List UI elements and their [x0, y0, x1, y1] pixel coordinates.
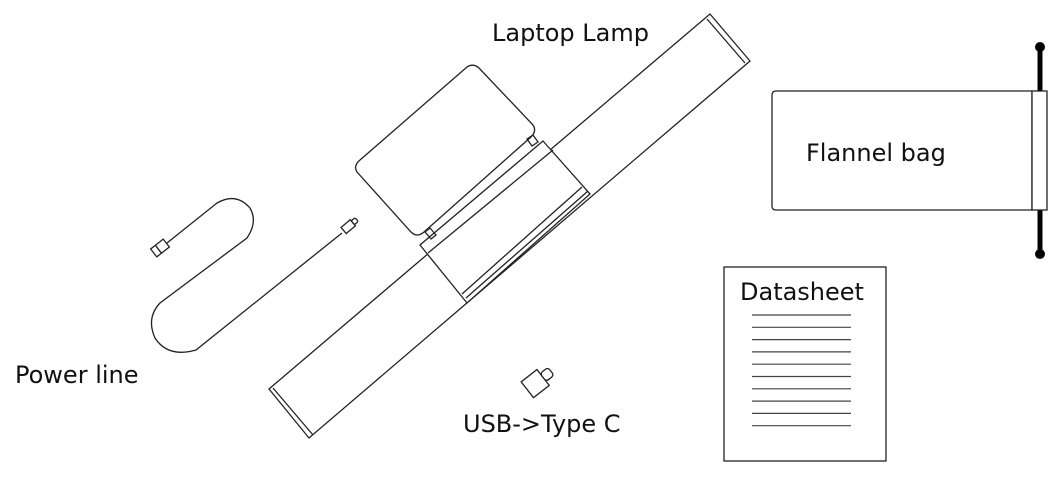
hinge-line [461, 186, 583, 295]
usb-plug-icon [149, 238, 171, 258]
cable [150, 197, 343, 353]
drawstring-end [1035, 42, 1045, 52]
power-line [149, 197, 359, 353]
flannel-bag [771, 42, 1048, 259]
datasheet [723, 266, 887, 462]
hinge-line [465, 190, 589, 299]
bag-drawstring-channel [1031, 90, 1048, 211]
screen-clip [424, 227, 437, 240]
usb-type-c-adapter-icon [520, 367, 554, 399]
bag-body [771, 90, 1033, 211]
screen-clip [526, 134, 539, 147]
lamp-end-cap [272, 387, 314, 436]
type-c-plug-icon [340, 217, 359, 235]
label-power-line: Power line [15, 361, 139, 389]
label-datasheet: Datasheet [740, 278, 864, 306]
hinge-line [427, 149, 554, 254]
drawstring-end [1035, 249, 1045, 259]
lamp-bar [268, 13, 751, 439]
label-laptop-lamp: Laptop Lamp [492, 19, 649, 47]
laptop-screen [354, 64, 536, 236]
laptop-lamp [268, 13, 751, 439]
label-usb-type-c: USB->Type C [463, 410, 621, 438]
lamp-hinge-block [419, 140, 591, 304]
label-flannel-bag: Flannel bag [806, 139, 946, 167]
lamp-end-cap [706, 18, 746, 64]
datasheet-text-lines [752, 314, 851, 427]
